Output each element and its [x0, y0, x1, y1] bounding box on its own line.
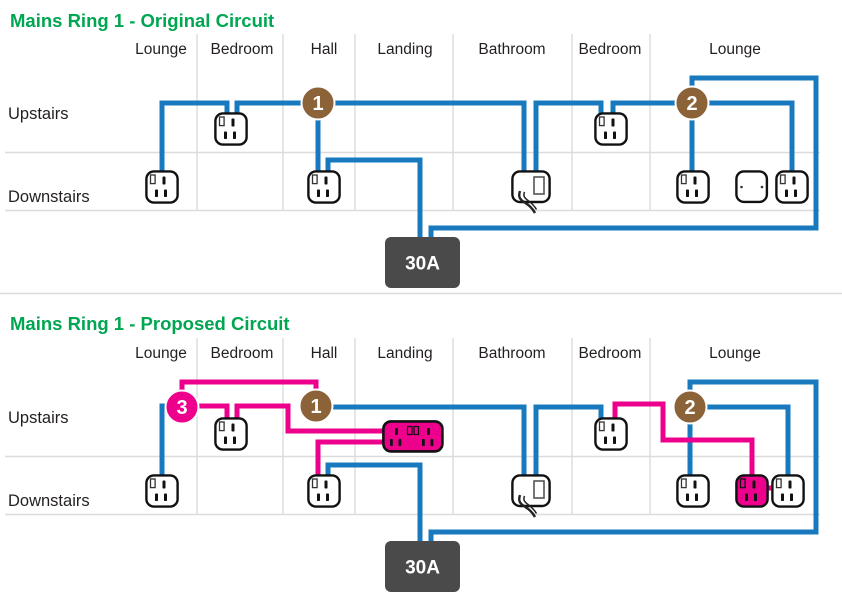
- fused-spur-flex-outlet-icon: [511, 170, 551, 215]
- uk-single-socket-icon: [307, 474, 341, 508]
- svg-text:2: 2: [686, 93, 697, 115]
- floor-label-upstairs: Upstairs: [8, 105, 69, 123]
- uk-single-socket-icon: [775, 170, 809, 204]
- svg-text:3: 3: [176, 397, 187, 419]
- floor-label-downstairs: Downstairs: [8, 492, 90, 510]
- diagram-title: Mains Ring 1 - Proposed Circuit: [10, 313, 290, 334]
- uk-single-socket-icon: [594, 112, 628, 146]
- room-header-bathroom: Bathroom: [478, 345, 546, 362]
- room-header-hall: Hall: [310, 345, 338, 362]
- fuse-box: 30A: [385, 237, 460, 288]
- uk-single-socket-icon: [214, 417, 248, 451]
- floor-label-downstairs: Downstairs: [8, 188, 90, 206]
- svg-text:2: 2: [684, 397, 695, 419]
- svg-text:1: 1: [312, 93, 323, 115]
- room-header-lounge2: Lounge: [709, 41, 761, 58]
- fused-spur-flex-outlet-icon: [511, 474, 551, 519]
- room-header-lounge2: Lounge: [709, 345, 761, 362]
- fuse-rating-label: 30A: [405, 558, 440, 579]
- room-header-bedroom: Bedroom: [210, 41, 274, 58]
- new-uk-single-socket-icon: [735, 474, 769, 508]
- room-header-lounge: Lounge: [135, 345, 187, 362]
- room-header-bedroom2: Bedroom: [578, 41, 642, 58]
- uk-single-socket-icon: [145, 170, 179, 204]
- original-ring-cable: [159, 75, 819, 240]
- room-header-landing: Landing: [377, 345, 433, 362]
- uk-single-socket-icon: [771, 474, 805, 508]
- room-header-bathroom: Bathroom: [478, 41, 546, 58]
- room-header-landing: Landing: [377, 41, 433, 58]
- blank-plate-icon: [735, 170, 769, 204]
- svg-text:1: 1: [310, 396, 321, 418]
- original-devices: 30A 1 2: [145, 85, 809, 288]
- fuse-box: 30A: [385, 541, 460, 592]
- uk-single-socket-icon: [676, 474, 710, 508]
- room-header-bedroom2: Bedroom: [578, 345, 642, 362]
- room-header-hall: Hall: [310, 41, 338, 58]
- room-header-bedroom: Bedroom: [210, 345, 274, 362]
- junction-1-badge: 1: [298, 388, 334, 424]
- uk-single-socket-icon: [214, 112, 248, 146]
- diagram-title: Mains Ring 1 - Original Circuit: [10, 10, 275, 31]
- room-header-lounge: Lounge: [135, 41, 187, 58]
- uk-single-socket-icon: [145, 474, 179, 508]
- junction-2-badge: 2: [672, 389, 708, 425]
- junction-1-badge: 1: [300, 85, 336, 121]
- uk-double-socket-icon: [382, 420, 444, 453]
- proposed-devices: 30A 3 1 2: [145, 388, 805, 592]
- uk-single-socket-icon: [307, 170, 341, 204]
- floor-label-upstairs: Upstairs: [8, 409, 69, 427]
- room-grid: [0, 34, 842, 516]
- junction-3-badge: 3: [164, 389, 200, 425]
- fuse-rating-label: 30A: [405, 254, 440, 275]
- uk-single-socket-icon: [594, 417, 628, 451]
- junction-2-badge: 2: [674, 85, 710, 121]
- uk-single-socket-icon: [676, 170, 710, 204]
